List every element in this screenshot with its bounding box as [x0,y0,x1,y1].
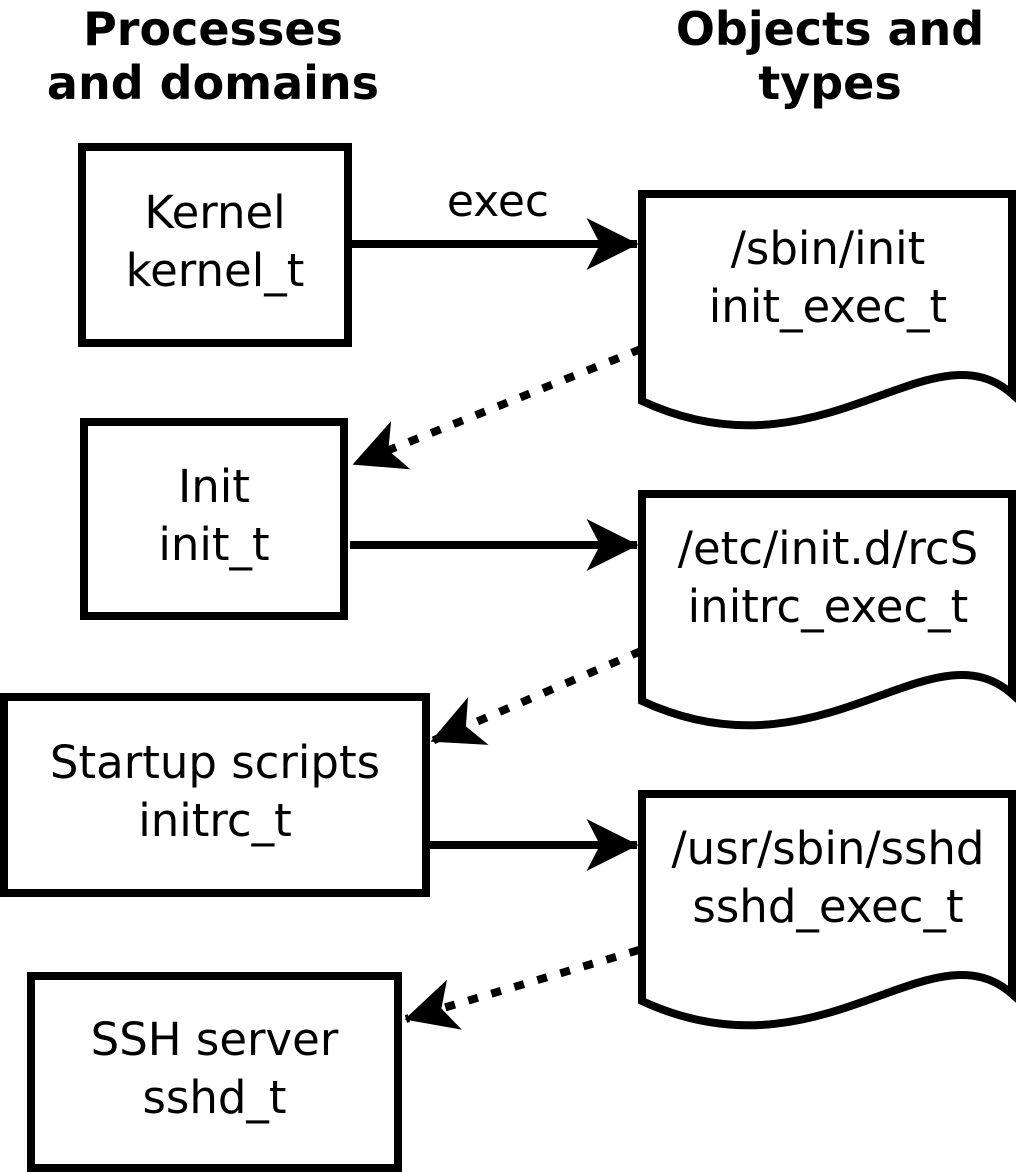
process-node-startup-scripts: Startup scripts initrc_t [0,693,430,897]
document-shape-initrc-exec [638,490,1016,730]
node-path: /sbin/init [730,222,926,275]
process-node-kernel: Kernel kernel_t [78,143,352,347]
object-node-sshd-exec: /usr/sbin/sshd sshd_exec_t [638,790,1018,936]
node-type: init_exec_t [708,280,948,333]
transition-arrow-sshd-exec-to-sshd [404,946,641,1030]
process-node-ssh-server: SSH server sshd_t [27,972,402,1172]
column-header-processes: Processes and domains [46,2,380,110]
node-label: Init [178,460,250,513]
process-node-init: Init init_t [80,418,348,620]
node-label: SSH server [90,1013,339,1066]
transition-arrow-initrc-exec-to-initrc [430,647,643,745]
node-type: initrc_t [138,794,292,847]
object-node-init-exec: /sbin/init init_exec_t [638,190,1018,336]
node-path: /usr/sbin/sshd [671,822,985,875]
document-shape-sshd-exec [638,790,1016,1030]
node-label: Kernel [144,186,286,239]
exec-edge-label: exec [446,176,550,227]
document-shape-init-exec [638,190,1016,430]
node-type: sshd_exec_t [692,880,964,933]
node-type: initrc_exec_t [687,580,969,633]
object-node-initrc-exec: /etc/init.d/rcS initrc_exec_t [638,490,1018,636]
node-type: init_t [158,518,270,571]
node-label: Startup scripts [49,736,381,789]
transition-arrow-init-exec-to-init [352,345,643,470]
node-type: kernel_t [125,244,305,297]
node-path: /etc/init.d/rcS [677,522,979,575]
node-type: sshd_t [142,1071,287,1124]
column-header-objects: Objects and types [675,2,985,110]
